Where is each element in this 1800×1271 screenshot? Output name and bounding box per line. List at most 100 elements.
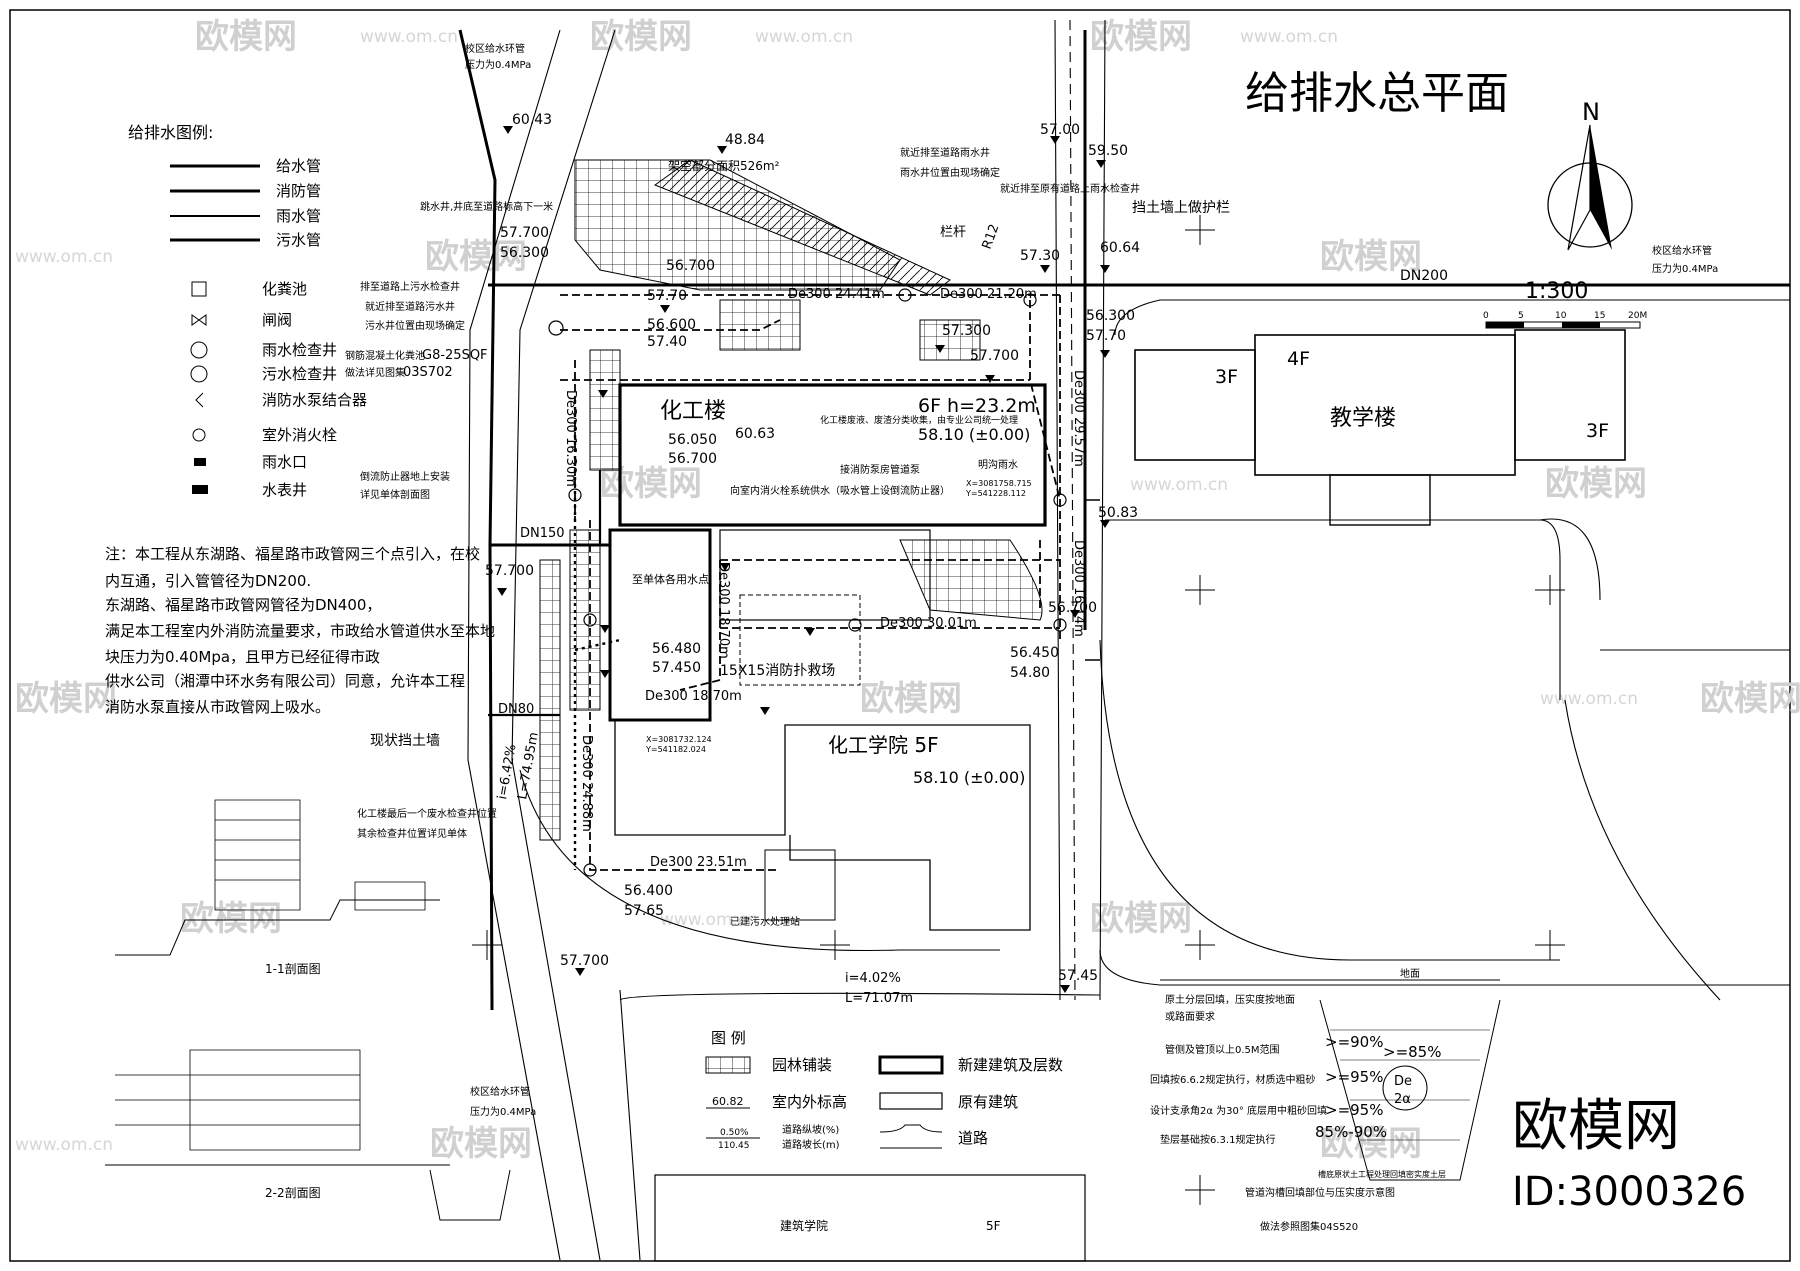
svg-text:56.400: 56.400 xyxy=(624,883,673,899)
svg-text:De300 18.70m: De300 18.70m xyxy=(645,689,742,704)
svg-text:欧模网: 欧模网 xyxy=(425,237,527,277)
svg-text:60.64: 60.64 xyxy=(1100,240,1140,256)
svg-text:www.om.cn: www.om.cn xyxy=(15,247,113,267)
svg-text:03S702: 03S702 xyxy=(403,365,453,380)
svg-text:L=74.95m: L=74.95m xyxy=(515,731,542,801)
svg-text:供水公司（湘潭中环水务有限公司）同意，允许本工程: 供水公司（湘潭中环水务有限公司）同意，允许本工程 xyxy=(105,672,465,690)
svg-text:5: 5 xyxy=(1518,311,1524,321)
watermark-layer: 欧模网 www.om.cn 欧模网 www.om.cn 欧模网 www.om.c… xyxy=(15,17,1800,1164)
svg-text:管侧及管顶以上0.5M范围: 管侧及管顶以上0.5M范围 xyxy=(1165,1043,1280,1056)
elevation-markers xyxy=(497,126,1110,993)
svg-text:已建污水处理站: 已建污水处理站 xyxy=(730,915,800,928)
svg-text:欧模网: 欧模网 xyxy=(430,1124,532,1164)
svg-text:www.om.cn: www.om.cn xyxy=(1540,689,1638,709)
svg-text:道路坡长(m): 道路坡长(m) xyxy=(782,1138,840,1151)
site-legend: 图 例 园林铺装 新建建筑及层数 60.82 室内外标高 原有建筑 0.50% … xyxy=(705,1029,1063,1151)
svg-text:污水井位置由现场确定: 污水井位置由现场确定 xyxy=(365,319,465,332)
svg-text:R12: R12 xyxy=(980,222,1003,251)
rain-inlet-icon xyxy=(194,458,206,466)
svg-text:110.45: 110.45 xyxy=(718,1141,750,1151)
svg-text:De300 16.30m: De300 16.30m xyxy=(563,390,578,487)
svg-text:设计支承角2α 为30° 底层用中粗砂回填: 设计支承角2α 为30° 底层用中粗砂回填 xyxy=(1150,1104,1327,1117)
svg-text:DN200: DN200 xyxy=(1400,268,1448,284)
svg-text:58.10 (±0.00): 58.10 (±0.00) xyxy=(918,425,1030,444)
svg-text:就近排至道路污水井: 就近排至道路污水井 xyxy=(365,300,455,313)
svg-text:De300 24.41m: De300 24.41m xyxy=(788,287,885,302)
svg-text:道路: 道路 xyxy=(958,1129,988,1147)
svg-text:园林铺装: 园林铺装 xyxy=(772,1056,832,1074)
svg-text:至单体各用水点: 至单体各用水点 xyxy=(632,572,709,586)
svg-text:雨水口: 雨水口 xyxy=(262,453,307,471)
svg-text:4F: 4F xyxy=(1287,348,1310,370)
svg-text:>=85%: >=85% xyxy=(1383,1043,1441,1061)
svg-text:消防水泵直接从市政管网上吸水。: 消防水泵直接从市政管网上吸水。 xyxy=(105,698,330,716)
svg-text:10: 10 xyxy=(1555,311,1567,321)
svg-text:栏杆: 栏杆 xyxy=(940,225,966,240)
svg-text:X=3081732.124: X=3081732.124 xyxy=(646,735,712,744)
svg-text:www.om.cn: www.om.cn xyxy=(660,910,758,930)
svg-text:或路面要求: 或路面要求 xyxy=(1165,1010,1215,1023)
svg-text:内互通，引入管管径为DN200.: 内互通，引入管管径为DN200. xyxy=(105,572,311,590)
svg-text:新建建筑及层数: 新建建筑及层数 xyxy=(958,1056,1063,1074)
svg-text:Y=541228.112: Y=541228.112 xyxy=(965,489,1026,498)
svg-text:56.480: 56.480 xyxy=(652,641,701,657)
svg-text:57.70: 57.70 xyxy=(1086,328,1126,344)
svg-text:雨水检查井: 雨水检查井 xyxy=(262,341,337,359)
grid-markers xyxy=(472,215,1565,1205)
svg-text:校区给水环管: 校区给水环管 xyxy=(470,1085,530,1098)
svg-text:De: De xyxy=(1394,1074,1412,1089)
svg-text:57.450: 57.450 xyxy=(652,660,701,676)
svg-text:室内外标高: 室内外标高 xyxy=(772,1093,847,1111)
svg-text:现状挡土墙: 现状挡土墙 xyxy=(370,733,440,749)
svg-text:www.om.cn: www.om.cn xyxy=(360,27,458,47)
chem-building xyxy=(618,383,1047,527)
svg-text:地面: 地面 xyxy=(1400,967,1420,980)
svg-text:De300 29.57m: De300 29.57m xyxy=(1071,370,1086,467)
arch-school-building xyxy=(654,1174,1086,1262)
design-notes: 注：本工程从东湖路、福星路市政管网三个点引入，在校 内互通，引入管管径为DN20… xyxy=(105,545,495,716)
svg-text:就近排至原有道路上雨水检查井: 就近排至原有道路上雨水检查井 xyxy=(1000,182,1140,195)
svg-text:50.83: 50.83 xyxy=(1098,505,1138,521)
svg-text:跳水井,井底至道路标高下一米: 跳水井,井底至道路标高下一米 xyxy=(420,200,553,213)
svg-text:满足本工程室内外消防流量要求，市政给水管道供水至本地: 满足本工程室内外消防流量要求，市政给水管道供水至本地 xyxy=(105,622,495,640)
svg-text:倒流防止器地上安装: 倒流防止器地上安装 xyxy=(360,470,450,483)
svg-text:化工楼最后一个废水检查井位置: 化工楼最后一个废水检查井位置 xyxy=(357,807,497,820)
svg-text:3F: 3F xyxy=(1586,420,1609,442)
svg-text:欧模网: 欧模网 xyxy=(1320,1124,1422,1164)
chem-school-building xyxy=(614,720,1031,931)
rain-well-icon xyxy=(190,341,208,359)
svg-text:垫层基础按6.3.1规定执行: 垫层基础按6.3.1规定执行 xyxy=(1160,1133,1275,1146)
corner-watermark: 欧模网 ID:3000326 xyxy=(1512,1094,1746,1215)
svg-text:欧模网: 欧模网 xyxy=(590,17,692,57)
svg-text:0: 0 xyxy=(1483,311,1489,321)
svg-text:57.00: 57.00 xyxy=(1040,122,1080,138)
svg-text:块压力为0.40Mpa，且甲方已经征得市政: 块压力为0.40Mpa，且甲方已经征得市政 xyxy=(105,648,380,666)
svg-text:做法详见图集: 做法详见图集 xyxy=(345,366,405,379)
svg-text:室外消火栓: 室外消火栓 xyxy=(262,426,337,444)
inspection-wells xyxy=(548,288,1067,877)
svg-text:De300 23.51m: De300 23.51m xyxy=(650,855,747,870)
svg-text:压力为0.4MPa: 压力为0.4MPa xyxy=(465,58,531,71)
svg-text:压力为0.4MPa: 压力为0.4MPa xyxy=(470,1105,536,1118)
svg-text:ID:3000326: ID:3000326 xyxy=(1512,1169,1746,1215)
svg-text:回填按6.6.2规定执行，材质选中粗砂: 回填按6.6.2规定执行，材质选中粗砂 xyxy=(1150,1073,1315,1086)
chem-school-name: 化工学院 5F xyxy=(828,733,939,757)
svg-text:雨水井位置由现场确定: 雨水井位置由现场确定 xyxy=(900,166,1000,179)
svg-text:L=71.07m: L=71.07m xyxy=(845,991,913,1006)
svg-text:>=95%: >=95% xyxy=(1325,1068,1383,1086)
svg-text:明沟雨水: 明沟雨水 xyxy=(978,458,1018,471)
landscape-paving xyxy=(539,159,1043,841)
svg-text:钢筋混凝土化粪池: 钢筋混凝土化粪池 xyxy=(345,349,425,362)
svg-text:20M: 20M xyxy=(1628,311,1647,321)
gate-valve-icon xyxy=(191,314,207,326)
svg-text:X=3081758.715: X=3081758.715 xyxy=(966,479,1032,488)
svg-text:57.700: 57.700 xyxy=(500,225,549,241)
svg-text:De300 16.14m: De300 16.14m xyxy=(1071,540,1086,637)
svg-text:57.65: 57.65 xyxy=(624,903,664,919)
svg-text:2α: 2α xyxy=(1394,1092,1411,1107)
svg-text:0.50%: 0.50% xyxy=(720,1128,749,1138)
svg-text:56.300: 56.300 xyxy=(1086,308,1135,324)
svg-text:56.450: 56.450 xyxy=(1010,645,1059,661)
svg-text:欧模网: 欧模网 xyxy=(1320,237,1422,277)
